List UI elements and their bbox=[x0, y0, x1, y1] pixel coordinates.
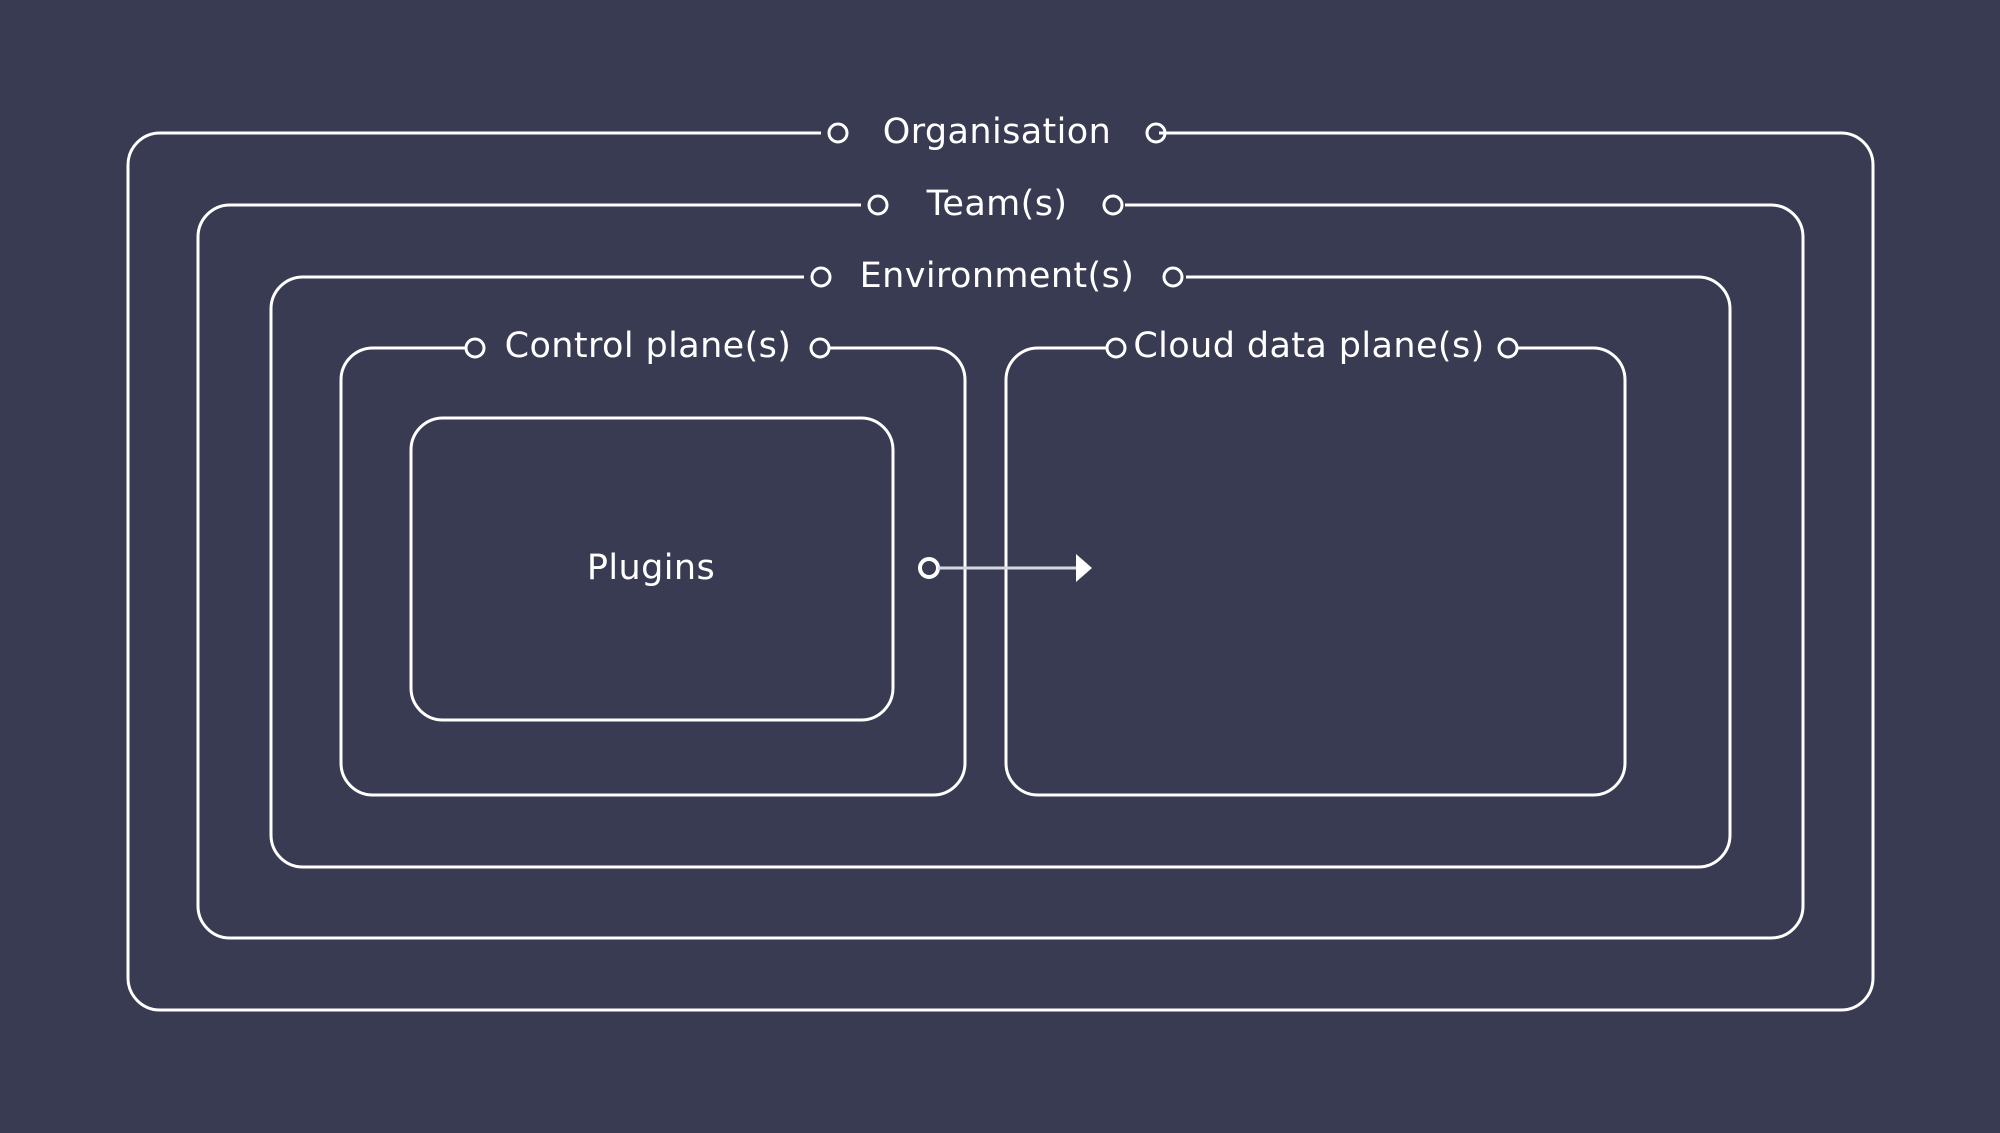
arrow-right-icon bbox=[1076, 554, 1092, 582]
organisation-connector-dot-right bbox=[1145, 122, 1167, 144]
environment-connector-dot-right bbox=[1162, 266, 1184, 288]
cloud-data-plane-connector-dot-left bbox=[1105, 337, 1127, 359]
label-plugins: Plugins bbox=[587, 548, 715, 588]
layer-team[interactable] bbox=[196, 194, 1805, 940]
plugins-to-cloud-data-plane-connection[interactable] bbox=[918, 554, 1092, 582]
cloud-data-plane-frame bbox=[1004, 346, 1627, 797]
label-team: Team(s) bbox=[926, 184, 1068, 224]
flow-origin-dot bbox=[918, 557, 940, 579]
control-plane-connector-dot-right bbox=[809, 337, 831, 359]
control-plane-frame bbox=[339, 346, 967, 797]
layer-control-plane[interactable] bbox=[339, 337, 967, 797]
control-plane-connector-dot-left bbox=[464, 337, 486, 359]
layer-organisation[interactable] bbox=[126, 122, 1875, 1012]
team-connector-dot-right bbox=[1102, 194, 1124, 216]
layer-cloud-data-plane[interactable] bbox=[1004, 337, 1627, 797]
layer-plugins[interactable] bbox=[409, 416, 895, 722]
environment-frame bbox=[269, 275, 1732, 869]
label-organisation: Organisation bbox=[883, 112, 1111, 152]
layer-environment[interactable] bbox=[269, 266, 1732, 869]
cloud-data-plane-connector-dot-right bbox=[1497, 337, 1519, 359]
organisation-frame bbox=[126, 131, 1875, 1012]
plugins-frame bbox=[409, 416, 895, 722]
team-connector-dot-left bbox=[867, 194, 889, 216]
team-frame bbox=[196, 203, 1805, 940]
environment-connector-dot-left bbox=[810, 266, 832, 288]
label-cloud-data-plane: Cloud data plane(s) bbox=[1133, 326, 1484, 366]
label-control-plane: Control plane(s) bbox=[505, 326, 792, 366]
label-environment: Environment(s) bbox=[860, 256, 1135, 296]
organisation-connector-dot-left bbox=[827, 122, 849, 144]
